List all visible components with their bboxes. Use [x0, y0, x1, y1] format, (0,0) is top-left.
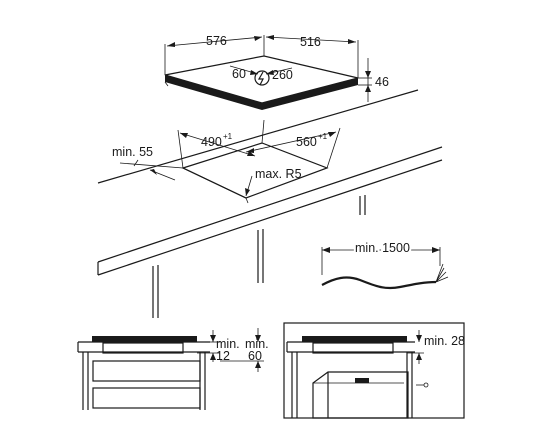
- hob-front-face: [165, 75, 262, 110]
- gap-value-60: 60: [248, 349, 262, 363]
- power-connection-icon: [254, 70, 270, 86]
- cutout-width-dimension-line: [179, 132, 256, 157]
- lightning-bolt-icon: [257, 71, 264, 86]
- cutout-depth-label: 560: [296, 135, 317, 149]
- front-edge-min-label: min. 55: [112, 145, 153, 159]
- corner-radius-label: max. R5: [255, 167, 302, 181]
- gap-min-label-b: min.: [245, 337, 269, 351]
- oven-clearance-label: min. 28: [424, 334, 465, 348]
- worktop-drawing: 490 +1 560 +1 min. 55 max. R5: [97, 89, 443, 318]
- hob-body-section: [102, 342, 184, 354]
- cable-offset-right-label: 260: [272, 68, 293, 82]
- hob-body-section: [312, 342, 394, 354]
- hob-depth-label: 516: [300, 35, 321, 49]
- cutout-width-label: 490: [201, 135, 222, 149]
- section-right-drawing: min. 28: [283, 322, 465, 419]
- oven-unit: [312, 371, 409, 419]
- cable-length-label: min. 1500: [355, 241, 410, 255]
- hob-height-label: 46: [375, 75, 389, 89]
- drawer: [92, 360, 201, 382]
- cutout-depth-dimension-line: [245, 131, 337, 153]
- hob-section: [302, 336, 407, 342]
- hob-width-label: 576: [206, 34, 227, 48]
- power-cable-drawing: min. 1500: [321, 239, 449, 290]
- hob-drawing: 576 516 46 60 260: [164, 34, 389, 110]
- cutout-width-tolerance: +1: [223, 132, 233, 141]
- width-dimension-line: [166, 36, 263, 47]
- power-cable: [321, 276, 437, 290]
- gap-value-12: 12: [216, 349, 230, 363]
- depth-dimension-line: [265, 36, 357, 43]
- gap-min-label-a: min.: [216, 337, 240, 351]
- section-left-drawing: min. 12 min. 60: [77, 328, 269, 410]
- hob-section: [92, 336, 197, 342]
- drawer: [92, 387, 201, 409]
- cutout-depth-tolerance: +1: [318, 132, 328, 141]
- cable-offset-left-label: 60: [232, 67, 246, 81]
- hob-side-face: [262, 78, 358, 110]
